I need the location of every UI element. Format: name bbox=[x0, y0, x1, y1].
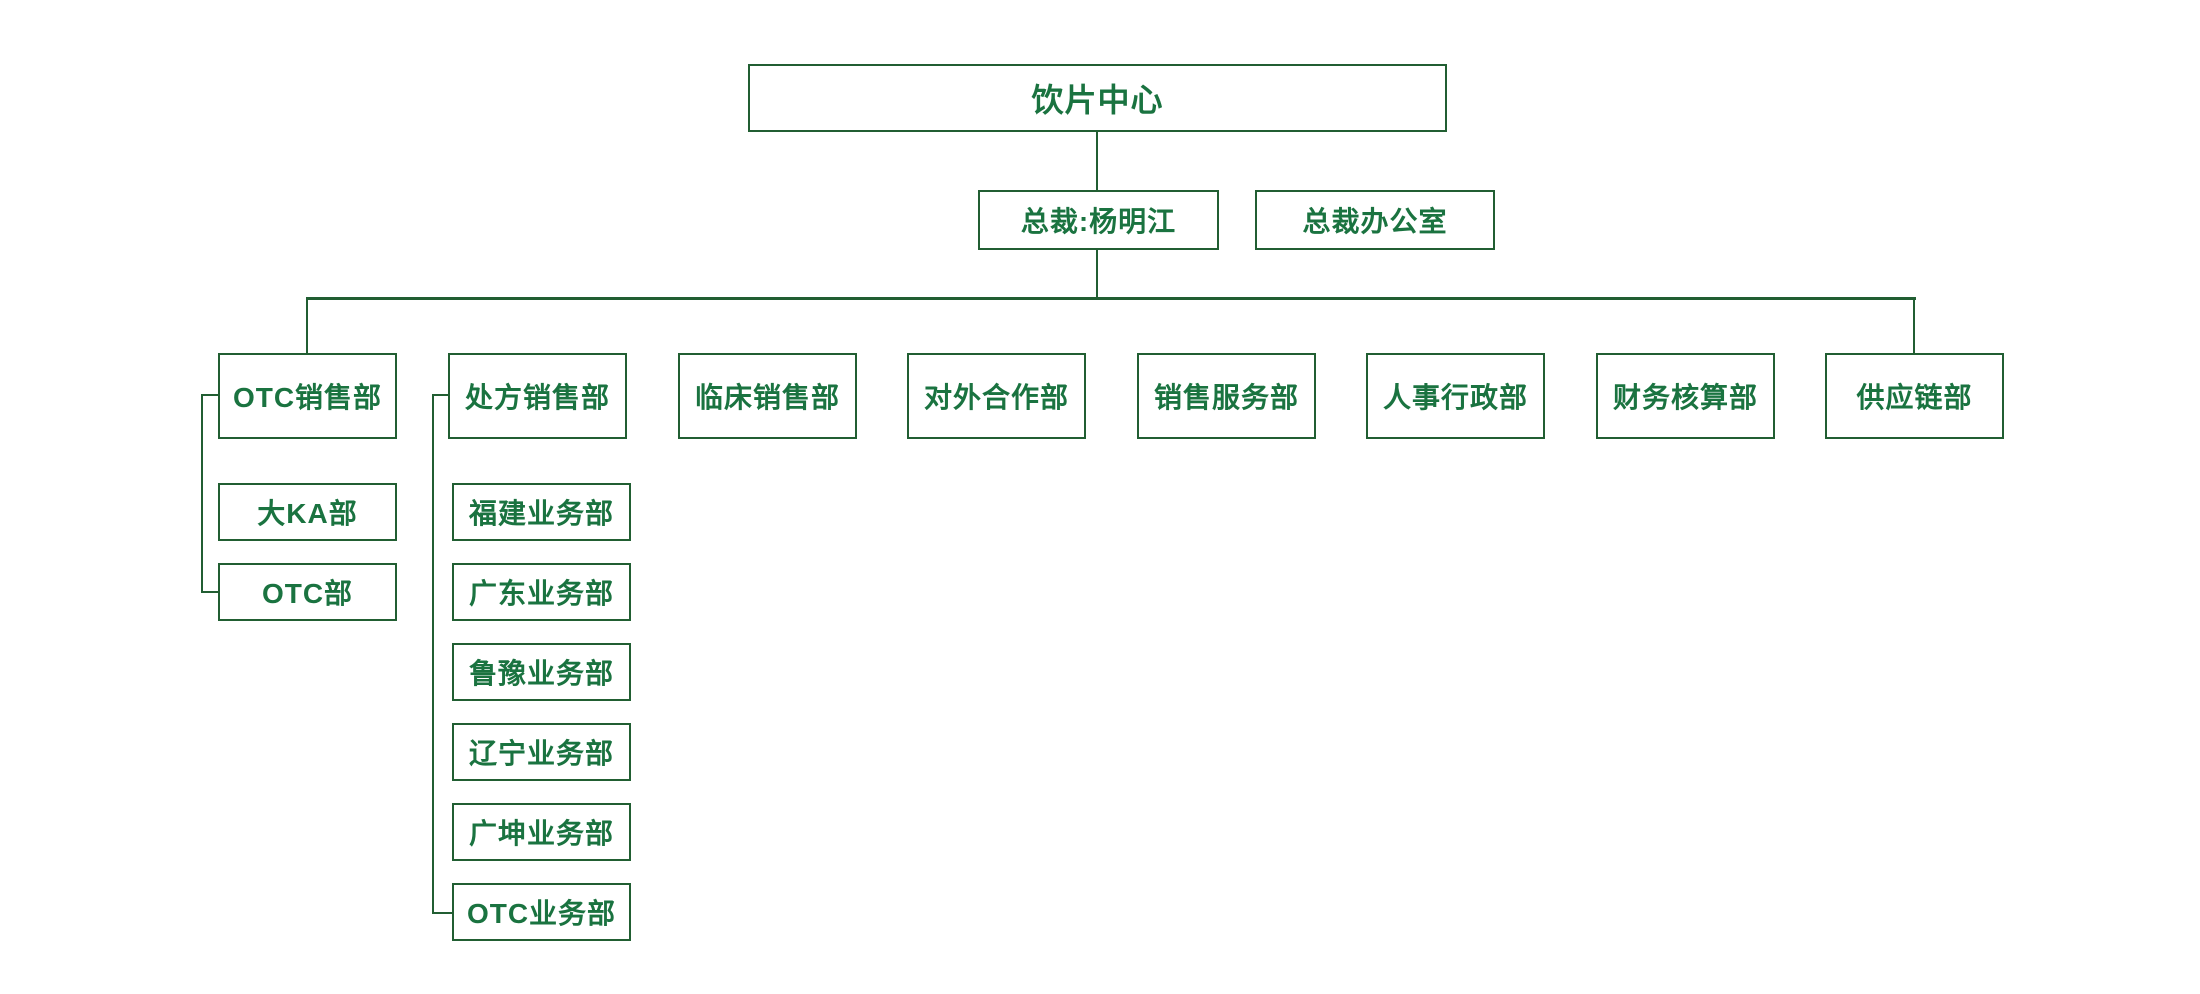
org-node-guangkun-business: 广坤业务部 bbox=[452, 803, 631, 861]
org-node-liaoning-business: 辽宁业务部 bbox=[452, 723, 631, 781]
org-node-otc-business: OTC业务部 bbox=[452, 883, 631, 941]
org-node-dept-hr-admin: 人事行政部 bbox=[1366, 353, 1545, 439]
connector-trunk-left-drop bbox=[306, 297, 308, 353]
connector-trunk-horizontal bbox=[306, 297, 1916, 300]
org-node-president-office: 总裁办公室 bbox=[1255, 190, 1495, 250]
connector-otc-parent-stub bbox=[201, 394, 218, 396]
connector-otc-last-child-stub bbox=[201, 591, 218, 593]
org-node-dept-sales-service: 销售服务部 bbox=[1137, 353, 1316, 439]
org-node-otc: OTC部 bbox=[218, 563, 397, 621]
org-node-dept-supply-chain: 供应链部 bbox=[1825, 353, 2004, 439]
org-node-luyu-business: 鲁豫业务部 bbox=[452, 643, 631, 701]
org-node-big-ka: 大KA部 bbox=[218, 483, 397, 541]
connector-rx-last-child-stub bbox=[432, 912, 452, 914]
org-node-dept-otc-sales: OTC销售部 bbox=[218, 353, 397, 439]
org-node-dept-external-coop: 对外合作部 bbox=[907, 353, 1086, 439]
connector-rx-children-vertical bbox=[432, 394, 434, 914]
org-node-guangdong-business: 广东业务部 bbox=[452, 563, 631, 621]
org-node-fujian-business: 福建业务部 bbox=[452, 483, 631, 541]
org-node-root: 饮片中心 bbox=[748, 64, 1447, 132]
connector-president-to-trunk bbox=[1096, 250, 1098, 298]
org-node-president: 总裁:杨明江 bbox=[978, 190, 1219, 250]
connector-root-to-president bbox=[1096, 132, 1098, 190]
connector-rx-parent-stub bbox=[432, 394, 448, 396]
connector-trunk-right-drop bbox=[1913, 297, 1915, 353]
connector-otc-children-vertical bbox=[201, 394, 203, 593]
org-node-dept-clinical-sales: 临床销售部 bbox=[678, 353, 857, 439]
org-node-dept-rx-sales: 处方销售部 bbox=[448, 353, 627, 439]
org-node-dept-finance: 财务核算部 bbox=[1596, 353, 1775, 439]
